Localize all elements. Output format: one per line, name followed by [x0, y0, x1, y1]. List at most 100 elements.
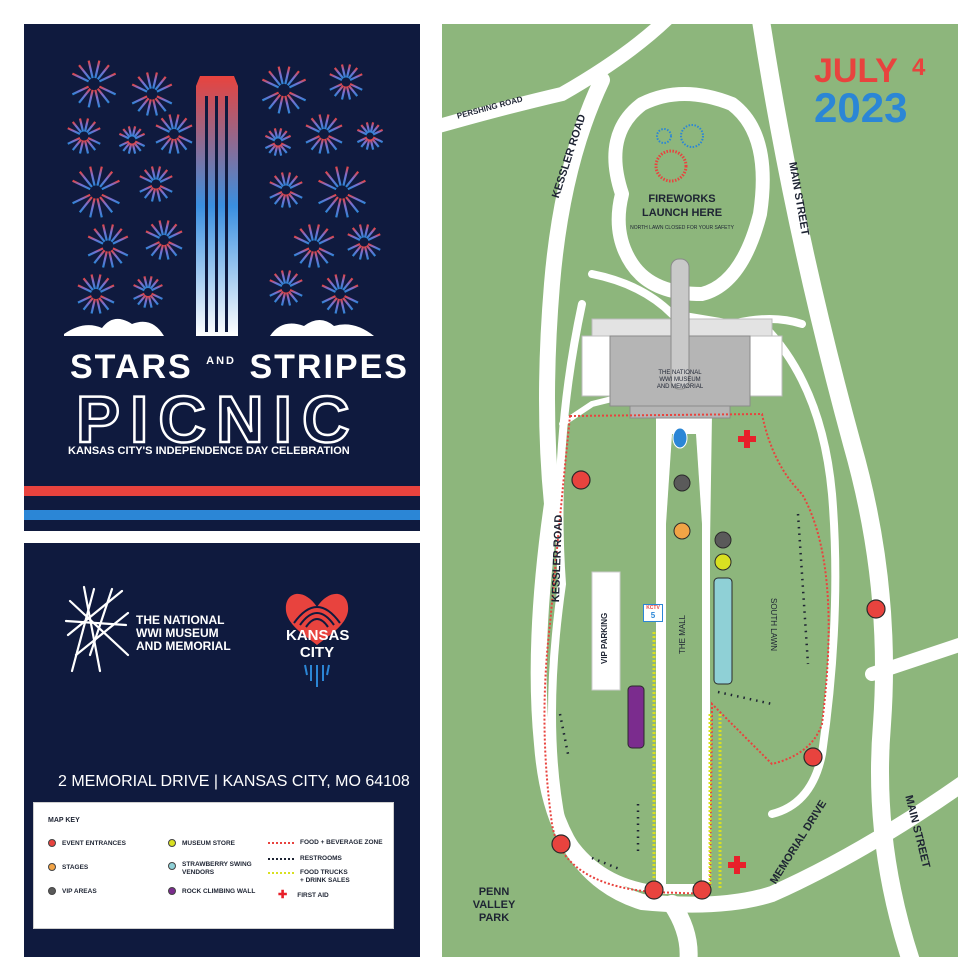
fountain — [672, 427, 688, 449]
firework-burst — [154, 114, 194, 154]
key-museum-store: MUSEUM STORE — [168, 839, 235, 847]
firework-burst — [70, 166, 122, 218]
vip-parking — [591, 571, 621, 691]
firework-burst — [316, 166, 368, 218]
rock-climbing-wall — [627, 685, 645, 749]
poster-title-line1: STARS AND STRIPES — [70, 348, 409, 386]
key-rock-climbing: ROCK CLIMBING WALL — [168, 887, 255, 895]
map-graphic — [442, 24, 958, 957]
date-month: JULY — [814, 52, 898, 90]
food-beverage-zone — [543, 412, 830, 896]
fireworks-illustration — [64, 60, 384, 336]
fireworks-label: FIREWORKS LAUNCH HERE — [641, 193, 723, 219]
left-ground — [64, 318, 164, 336]
firework-burst — [144, 220, 184, 260]
poster-panel: STARS AND STRIPES PICNIC KANSAS CITY'S I… — [24, 24, 420, 531]
poster-subtitle: KANSAS CITY'S INDEPENDENCE DAY CELEBRATI… — [68, 445, 350, 457]
orange-circle-icon — [48, 863, 56, 871]
key-stages: STAGES — [48, 863, 88, 871]
key-event-entrances: EVENT ENTRANCES — [48, 839, 126, 847]
key-food-trucks: FOOD TRUCKS+ DRINK SALES — [268, 869, 350, 885]
stage-marker[interactable] — [673, 522, 691, 540]
firework-burst — [292, 224, 336, 268]
red-dotted-line-icon — [268, 841, 294, 844]
museum-store-marker[interactable] — [714, 553, 732, 571]
purple-circle-icon — [168, 887, 176, 895]
firework-burst — [328, 64, 364, 100]
gray-circle-icon — [48, 887, 56, 895]
firework-burst — [264, 128, 292, 156]
firework-burst — [76, 274, 116, 314]
side-street — [865, 637, 958, 681]
south-road — [663, 895, 698, 957]
key-food-beverage-zone: FOOD + BEVERAGE ZONE — [268, 839, 383, 846]
yellow-circle-icon — [168, 839, 176, 847]
firework-burst — [132, 276, 164, 308]
address: 2 MEMORIAL DRIVE | KANSAS CITY, MO 64108 — [58, 773, 410, 790]
red-cross-icon: ✚ — [278, 889, 288, 901]
firework-burst — [268, 172, 304, 208]
key-restrooms: RESTROOMS — [268, 855, 342, 862]
firework-burst — [268, 270, 304, 306]
strawberry-swing-vendors — [713, 577, 733, 685]
date-day: 4 — [912, 54, 926, 81]
restrooms-west — [558, 713, 570, 755]
fireworks-icon — [654, 124, 704, 183]
firework-burst — [86, 224, 130, 268]
firework-burst — [320, 274, 360, 314]
key-vip-areas: VIP AREAS — [48, 887, 97, 895]
firework-burst — [346, 224, 382, 260]
teal-circle-icon — [168, 862, 176, 870]
yellow-dotted-line-icon — [268, 872, 294, 874]
firework-burst — [138, 166, 174, 202]
date-year: 2023 — [814, 84, 908, 131]
black-dotted-line-icon — [268, 857, 294, 860]
red-stripe — [24, 486, 420, 496]
south-lawn-label: SOUTH LAWN — [769, 598, 778, 652]
museum-steps — [629, 405, 731, 419]
kansas-city-logo-text: KANSAS CITY — [286, 627, 350, 661]
vip-area-marker[interactable] — [673, 474, 691, 492]
fireworks-note: NORTH LAWN CLOSED FOR YOUR SAFETY — [630, 225, 734, 231]
first-aid-south — [728, 856, 746, 874]
pershing-road — [442, 24, 672, 133]
west-path — [548, 300, 666, 894]
firework-burst — [70, 60, 118, 108]
north-loop — [608, 87, 770, 302]
firework-burst — [356, 122, 384, 150]
east-path — [758, 320, 840, 818]
vip-parking-label: VIP PARKING — [600, 612, 609, 664]
vip-area-marker-2[interactable] — [714, 531, 732, 549]
blue-stripe — [24, 510, 420, 520]
entrance-main-street[interactable] — [866, 599, 886, 619]
the-mall-lawn — [666, 524, 702, 884]
firework-burst — [66, 118, 102, 154]
key-first-aid: ✚FIRST AID — [278, 889, 329, 901]
kctv5-logo: KCTV 5 — [643, 604, 663, 622]
restrooms-east — [717, 690, 773, 706]
the-mall-label: THE MALL — [678, 614, 687, 654]
museum-logo-icon — [64, 585, 130, 673]
poster-title-line2: PICNIC — [75, 381, 360, 458]
penn-valley-park-label: PENN VALLEY PARK — [472, 886, 516, 924]
event-map: JULY 4 2023 FIREWORKS LAUNCH HERE NORTH … — [442, 24, 958, 957]
memorial-tower — [670, 258, 690, 390]
firework-burst — [260, 66, 308, 114]
map-key: MAP KEY EVENT ENTRANCES STAGES VIP AREAS… — [33, 802, 394, 929]
first-aid-north — [738, 430, 756, 448]
entrance-south-mall-west[interactable] — [644, 880, 664, 900]
red-circle-icon — [48, 839, 56, 847]
entrance-northwest[interactable] — [571, 470, 591, 490]
museum-logo-text: THE NATIONAL WWI MUSEUM AND MEMORIAL — [136, 613, 231, 653]
entrance-east[interactable] — [803, 747, 823, 767]
right-ground — [270, 320, 374, 336]
kansas-city-heart-logo — [285, 593, 349, 687]
entrance-southwest[interactable] — [551, 834, 571, 854]
kessler-memorial-road — [530, 72, 958, 913]
restrooms-south — [591, 856, 623, 872]
entrance-south-mall-east[interactable] — [692, 880, 712, 900]
firework-burst — [130, 72, 174, 116]
firework-burst — [118, 126, 146, 154]
map-key-title: MAP KEY — [48, 817, 80, 824]
